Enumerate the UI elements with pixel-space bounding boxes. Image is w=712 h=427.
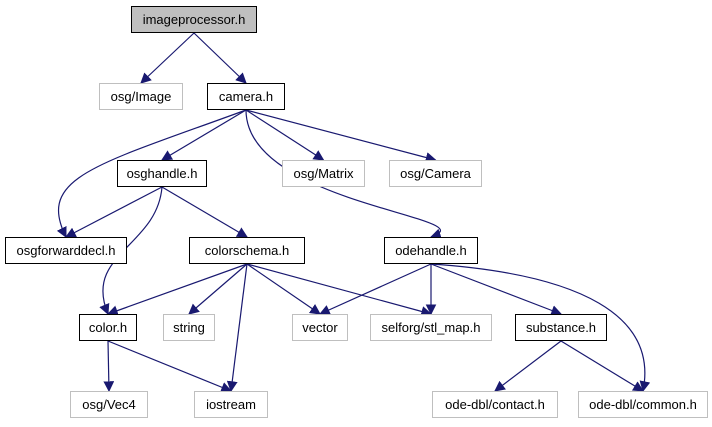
edge-colorschema-h-to-vector (246, 263, 321, 315)
edge-camera-h-to-osg-camera (245, 109, 437, 163)
node-string[interactable]: string (163, 314, 215, 341)
node-iostream[interactable]: iostream (194, 391, 268, 418)
node-substance-h[interactable]: substance.h (515, 314, 607, 341)
node-osg-vec4[interactable]: osg/Vec4 (70, 391, 148, 418)
node-selforg-stl-map-h[interactable]: selforg/stl_map.h (370, 314, 492, 341)
edge-odehandle-h-to-ode-dbl-common-h (430, 263, 651, 393)
edge-substance-h-to-ode-dbl-contact-h (494, 340, 562, 392)
node-osg-matrix[interactable]: osg/Matrix (282, 160, 365, 187)
edge-camera-h-to-osg-matrix (245, 109, 325, 161)
edge-colorschema-h-to-string (188, 263, 248, 315)
node-ode-dbl-contact-h[interactable]: ode-dbl/contact.h (432, 391, 558, 418)
edge-color-h-to-osg-vec4 (103, 340, 115, 393)
node-camera-h[interactable]: camera.h (207, 83, 285, 110)
edge-osghandle-h-to-osgforwarddecl-h (65, 186, 163, 238)
edge-camera-h-to-osghandle-h (161, 109, 247, 161)
edge-color-h-to-iostream (107, 340, 233, 393)
edge-substance-h-to-ode-dbl-common-h (560, 340, 644, 392)
edge-odehandle-h-to-vector (319, 263, 432, 315)
node-osghandle-h[interactable]: osghandle.h (117, 160, 207, 187)
node-ode-dbl-common-h[interactable]: ode-dbl/common.h (578, 391, 708, 418)
node-imageprocessor-h[interactable]: imageprocessor.h (131, 6, 257, 33)
node-vector[interactable]: vector (292, 314, 348, 341)
edge-odehandle-h-to-substance-h (430, 263, 563, 316)
edge-colorschema-h-to-iostream (226, 263, 248, 393)
edge-osghandle-h-to-colorschema-h (161, 186, 248, 238)
edge-imageprocessor-h-to-osg-image (140, 32, 195, 84)
node-odehandle-h[interactable]: odehandle.h (384, 237, 478, 264)
edge-colorschema-h-to-selforg-stl-map-h (246, 263, 433, 317)
edge-camera-h-to-osgforwarddecl-h (56, 109, 247, 238)
node-osg-camera[interactable]: osg/Camera (389, 160, 482, 187)
node-colorschema-h[interactable]: colorschema.h (189, 237, 305, 264)
node-color-h[interactable]: color.h (79, 314, 137, 341)
edge-imageprocessor-h-to-camera-h (193, 32, 247, 84)
node-osgforwarddecl-h[interactable]: osgforwarddecl.h (5, 237, 127, 264)
edge-camera-h-to-odehandle-h (245, 109, 442, 240)
node-osg-image[interactable]: osg/Image (99, 83, 183, 110)
edge-colorschema-h-to-color-h (106, 263, 248, 316)
